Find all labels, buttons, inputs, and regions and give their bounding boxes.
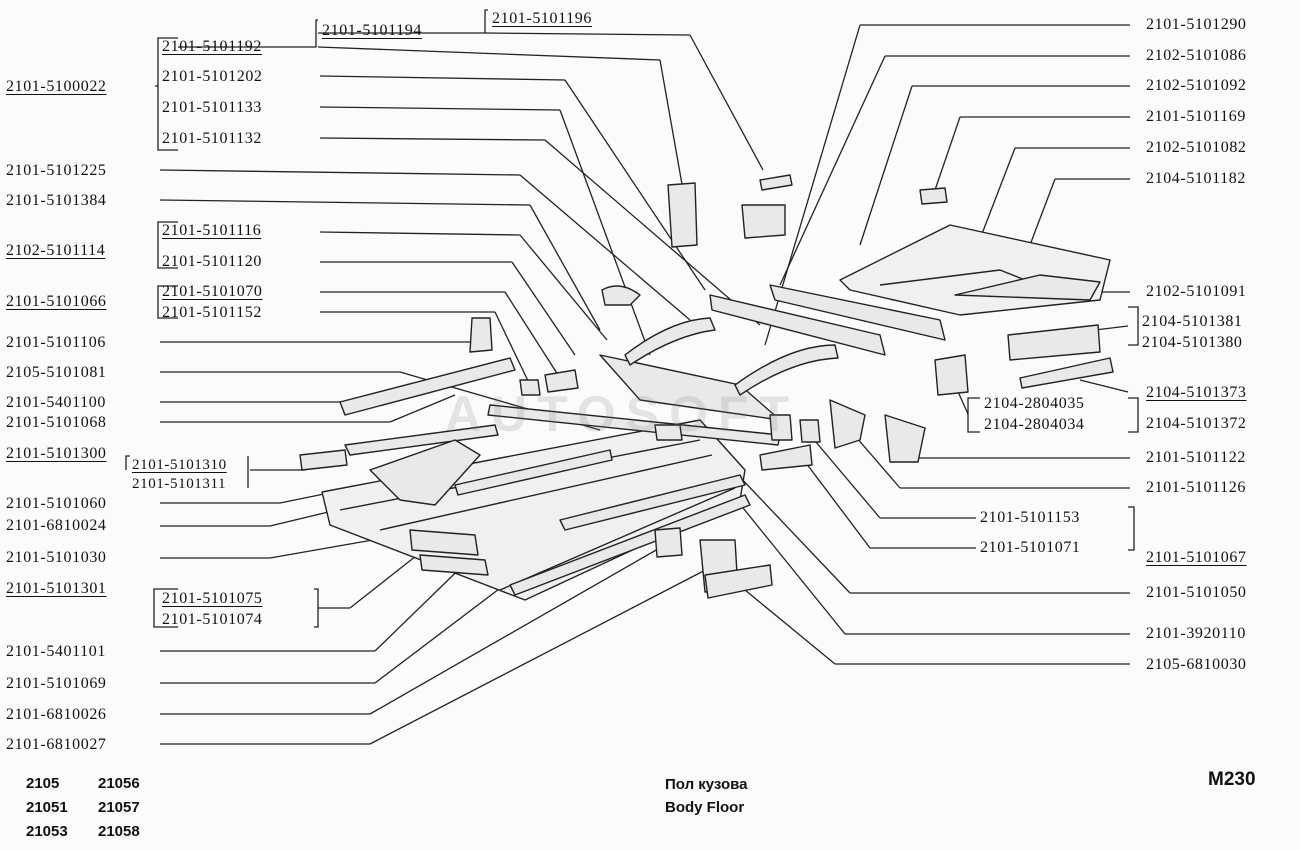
part-label-2101-5101194: 2101-5101194 <box>322 22 422 39</box>
part-label-2105-6810030: 2105-6810030 <box>1146 656 1247 673</box>
part-label-2101-5101384: 2101-5101384 <box>6 192 107 209</box>
part-label-2101-5101075: 2101-5101075 <box>162 590 263 607</box>
part-label-2102-5101091: 2102-5101091 <box>1146 283 1247 300</box>
part-label-2101-5101202: 2101-5101202 <box>162 68 263 85</box>
part-label-2101-5101068: 2101-5101068 <box>6 414 107 431</box>
part-label-2101-5101122: 2101-5101122 <box>1146 449 1246 466</box>
part-label-2102-5101086: 2102-5101086 <box>1146 47 1247 64</box>
watermark: AUTOSOFT <box>445 386 800 442</box>
part-label-2104-5101380: 2104-5101380 <box>1142 334 1243 351</box>
part-label-2104-2804035: 2104-2804035 <box>984 395 1085 412</box>
part-label-2101-6810026: 2101-6810026 <box>6 706 107 723</box>
part-label-2101-5101106: 2101-5101106 <box>6 334 106 351</box>
part-label-2101-5101152: 2101-5101152 <box>162 304 262 321</box>
model-number: 21056 <box>98 775 140 792</box>
model-list: 2105 21056 21051 21057 21053 21058 <box>26 772 170 844</box>
part-label-2101-5101060: 2101-5101060 <box>6 495 107 512</box>
part-label-2101-5101071: 2101-5101071 <box>980 539 1081 556</box>
part-label-2104-5101372: 2104-5101372 <box>1146 415 1247 432</box>
part-label-2101-5101030: 2101-5101030 <box>6 549 107 566</box>
part-label-2101-5101116: 2101-5101116 <box>162 222 262 239</box>
model-number: 21053 <box>26 823 68 840</box>
part-label-2101-5101069: 2101-5101069 <box>6 675 107 692</box>
part-label-2101-6810027: 2101-6810027 <box>6 736 107 753</box>
part-label-2101-5101070: 2101-5101070 <box>162 283 263 300</box>
part-label-2105-5101081: 2105-5101081 <box>6 364 107 381</box>
diagram-code: M230 <box>1208 769 1256 790</box>
part-label-2101-5101192: 2101-5101192 <box>162 38 262 55</box>
diagram-title-ru: Пол кузова <box>665 776 748 793</box>
part-label-2101-5101153: 2101-5101153 <box>980 509 1080 526</box>
part-label-2101-3920110: 2101-3920110 <box>1146 625 1246 642</box>
part-label-2104-5101182: 2104-5101182 <box>1146 170 1246 187</box>
part-label-2101-5101301: 2101-5101301 <box>6 580 107 597</box>
part-label-2104-2804034: 2104-2804034 <box>984 416 1085 433</box>
part-label-2102-5101114: 2102-5101114 <box>6 242 106 259</box>
model-number: 2105 <box>26 775 60 792</box>
parts-sketches <box>299 174 1114 601</box>
model-number: 21057 <box>98 799 140 816</box>
part-label-2101-5401100: 2101-5401100 <box>6 394 106 411</box>
part-label-2101-6810024: 2101-6810024 <box>6 517 107 534</box>
part-label-2101-5101169: 2101-5101169 <box>1146 108 1246 125</box>
part-label-2101-5101225: 2101-5101225 <box>6 162 107 179</box>
model-number: 21058 <box>98 823 140 840</box>
part-label-2102-5101092: 2102-5101092 <box>1146 77 1247 94</box>
part-label-2101-5101196: 2101-5101196 <box>492 10 592 27</box>
part-label-2104-5101381: 2104-5101381 <box>1142 313 1243 330</box>
part-label-2102-5101082: 2102-5101082 <box>1146 139 1247 156</box>
model-number: 21051 <box>26 799 68 816</box>
part-label-2101-5101132: 2101-5101132 <box>162 130 262 147</box>
part-label-2101-5101290: 2101-5101290 <box>1146 16 1247 33</box>
part-label-2101-5101066: 2101-5101066 <box>6 293 107 310</box>
part-label-2101-5101120: 2101-5101120 <box>162 253 262 270</box>
part-label-2101-5101074: 2101-5101074 <box>162 611 263 628</box>
part-label-2101-5101311: 2101-5101311 <box>132 476 227 492</box>
part-label-2101-5101133: 2101-5101133 <box>162 99 262 116</box>
part-label-2101-5101067: 2101-5101067 <box>1146 549 1247 566</box>
part-label-2101-5401101: 2101-5401101 <box>6 643 106 660</box>
part-label-2101-5101300: 2101-5101300 <box>6 445 107 462</box>
part-label-2101-5101310: 2101-5101310 <box>132 457 227 473</box>
part-label-2104-5101373: 2104-5101373 <box>1146 384 1247 401</box>
diagram-title-en: Body Floor <box>665 799 745 816</box>
part-label-2101-5101050: 2101-5101050 <box>1146 584 1247 601</box>
part-label-2101-5101126: 2101-5101126 <box>1146 479 1246 496</box>
part-label-2101-5100022: 2101-5100022 <box>6 78 107 95</box>
